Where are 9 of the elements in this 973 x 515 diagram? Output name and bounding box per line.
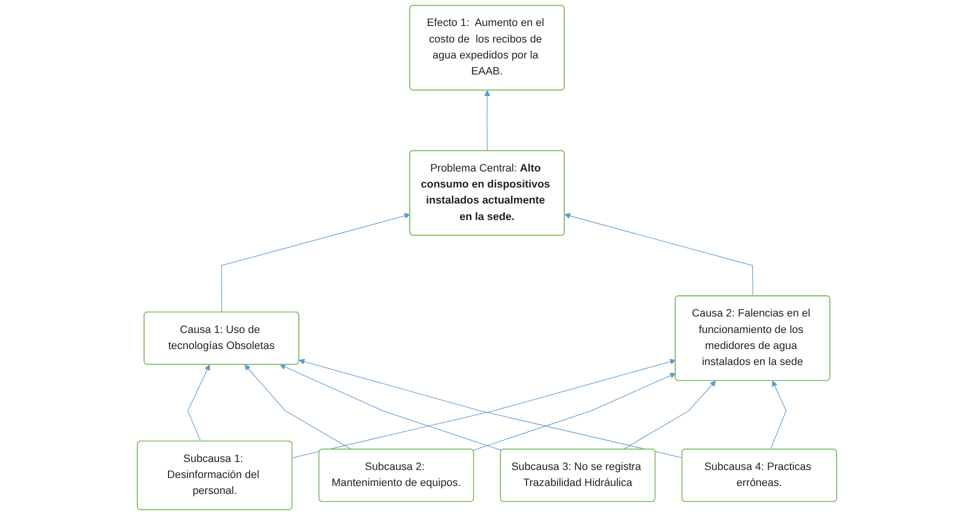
arrow: [472, 372, 676, 451]
arrow: [220, 212, 410, 313]
arrow: [186, 364, 210, 442]
arrow: [622, 380, 716, 450]
arrow: [564, 212, 753, 296]
arrow: [770, 380, 786, 450]
arrow: [244, 364, 352, 450]
arrow: [484, 90, 490, 152]
arrow: [279, 364, 502, 451]
